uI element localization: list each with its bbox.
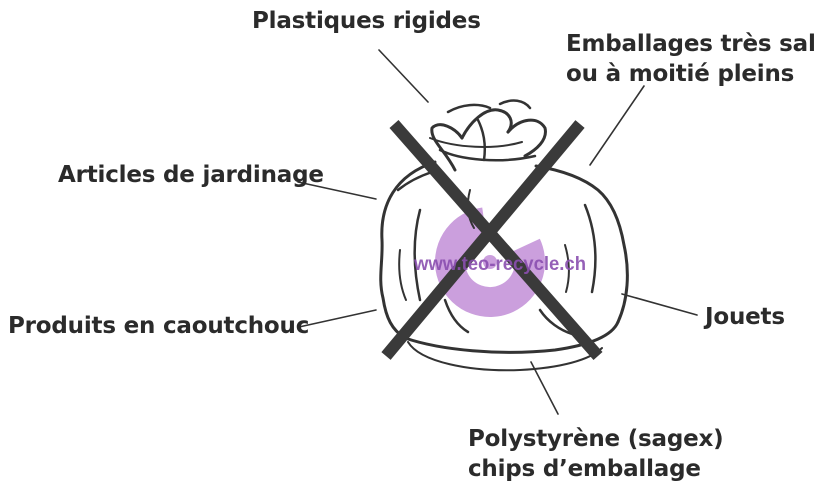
forbidden-cross-icon [386,124,598,356]
leader-jouets [622,294,697,315]
label-plastiques-rigides: Plastiques rigides [252,6,481,36]
label-polystyrene: Polystyrène (sagex) chips d’emballage [468,424,723,484]
label-emballages-line2: ou à moitié pleins [566,59,816,89]
watermark-text: www.teo-recycle.ch [413,254,586,275]
label-produits-caoutchouc: Produits en caoutchouc [8,311,309,341]
label-jouets: Jouets [705,302,785,332]
label-polystyrene-line2: chips d’emballage [468,454,723,484]
label-emballages-sales: Emballages très sales ou à moitié pleins [566,29,816,89]
label-articles-jardinage: Articles de jardinage [58,160,324,190]
label-emballages-line1: Emballages très sales [566,29,816,59]
label-polystyrene-line1: Polystyrène (sagex) [468,424,723,454]
cross-stroke-a [394,124,598,356]
leader-polystyrene [531,362,558,414]
trash-bag-icon [381,101,628,371]
leader-plastiques [379,50,428,102]
leader-produits [299,310,376,327]
leader-emballages [590,86,644,165]
